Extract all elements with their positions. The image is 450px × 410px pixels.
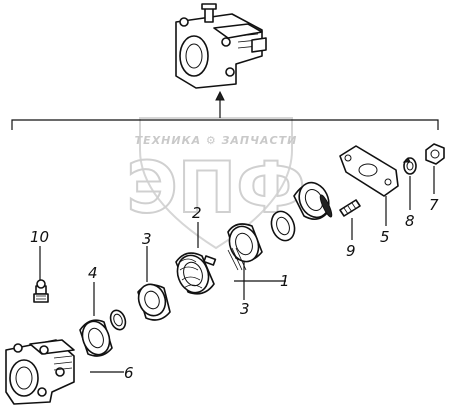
- callout-10: 10: [30, 228, 49, 246]
- part-10-grease-fitting: [33, 279, 49, 303]
- part-3-seal-cup-left: [137, 283, 171, 321]
- part-6-housing: [5, 339, 75, 405]
- callout-4: 4: [88, 264, 98, 282]
- part-8-lock-washer: [402, 157, 417, 175]
- callout-9: 9: [346, 242, 356, 260]
- callout-1: 1: [280, 272, 290, 290]
- part-4-bushing: [79, 319, 113, 357]
- assembly-bracket: [11, 90, 439, 130]
- thin-ring: [109, 309, 127, 331]
- part-3-seal-cup-center: [227, 223, 263, 271]
- watermark-brand-text: ТЕХНИКА ⚙ ЗАПЧАСТИ: [135, 134, 298, 147]
- callout-7: 7: [429, 196, 439, 214]
- callout-2: 2: [192, 204, 202, 222]
- part-7-nut: [425, 143, 445, 165]
- callout-3-left: 3: [142, 230, 152, 248]
- callout-6: 6: [124, 364, 134, 382]
- callout-8: 8: [405, 212, 415, 230]
- part-3-seal-cup-right: [293, 181, 333, 220]
- callout-5: 5: [380, 228, 390, 246]
- part-9-stud: [339, 199, 361, 217]
- part-5-flange: [339, 145, 399, 197]
- part-1-gasket: [270, 210, 296, 242]
- callout-3-center: 3: [240, 300, 250, 318]
- leader-lines: [39, 166, 435, 373]
- assembled-housing-top: [175, 3, 267, 89]
- part-2-spring-collar: [175, 252, 217, 295]
